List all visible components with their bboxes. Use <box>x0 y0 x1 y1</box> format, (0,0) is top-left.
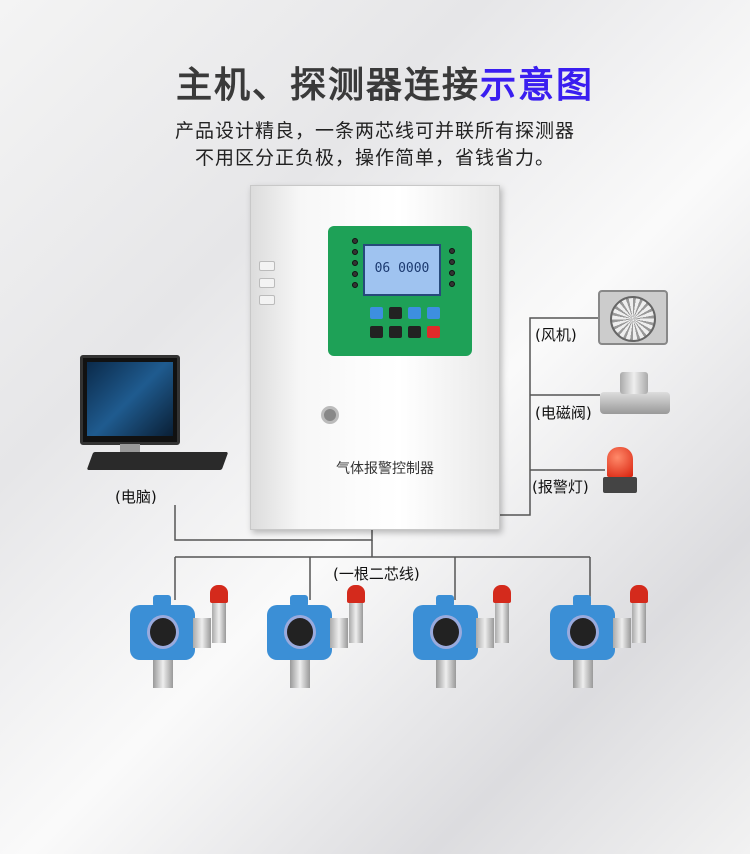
detector-fitting <box>436 660 456 688</box>
led-indicator <box>352 271 358 277</box>
detector-fitting <box>573 660 593 688</box>
valve-coil <box>620 372 648 394</box>
detector-display <box>147 615 179 649</box>
detector-cap <box>290 595 308 607</box>
mute-button[interactable] <box>427 326 440 338</box>
function-button[interactable] <box>408 307 421 319</box>
gas-alarm-controller: 06 0000 气体报警控制器 <box>250 185 500 530</box>
detector-lamp <box>493 585 513 645</box>
controller-name: 气体报警控制器 <box>336 461 434 477</box>
led-indicator <box>352 282 358 288</box>
detector-display <box>284 615 316 649</box>
detector-sensor <box>613 618 631 648</box>
detector-lamp <box>630 585 650 645</box>
led-indicator <box>352 260 358 266</box>
subtitle-line-2: 不用区分正负极，操作简单，省钱省力。 <box>194 147 555 169</box>
fan-device <box>598 290 668 345</box>
control-panel: 06 0000 <box>328 226 472 356</box>
fan-icon <box>610 296 656 342</box>
lamp-base <box>603 477 637 493</box>
detector-cap <box>573 595 591 607</box>
gas-detector <box>262 585 365 700</box>
keyboard <box>86 452 229 470</box>
down-button[interactable] <box>389 326 402 338</box>
led-indicator <box>449 281 455 287</box>
led-indicator <box>449 248 455 254</box>
lock-keyhole <box>321 406 339 424</box>
gas-detector <box>408 585 511 700</box>
detector-display <box>430 615 462 649</box>
alarm-lamp <box>607 447 633 477</box>
detector-lamp <box>347 585 367 645</box>
function-button[interactable] <box>427 307 440 319</box>
solenoid-valve <box>600 392 670 414</box>
left-button[interactable] <box>370 326 383 338</box>
computer-monitor <box>80 355 180 445</box>
detector-sensor <box>476 618 494 648</box>
title-main: 主机、探测器连接 <box>175 65 480 106</box>
detector-fitting <box>290 660 310 688</box>
up-button[interactable] <box>389 307 402 319</box>
led-indicator <box>352 249 358 255</box>
led-indicator <box>449 259 455 265</box>
vent <box>259 278 275 288</box>
vent <box>259 295 275 305</box>
label-cable: (一根二芯线) <box>333 565 420 583</box>
title-highlight: 示意图 <box>480 65 595 106</box>
right-button[interactable] <box>408 326 421 338</box>
monitor-stand <box>120 444 140 454</box>
detector-sensor <box>330 618 348 648</box>
monitor-screen <box>87 362 173 436</box>
detector-display <box>567 615 599 649</box>
label-valve: (电磁阀) <box>535 404 592 422</box>
vent <box>259 261 275 271</box>
function-button[interactable] <box>370 307 383 319</box>
page-title: 主机、探测器连接示意图 <box>0 56 750 108</box>
label-computer: (电脑) <box>115 488 157 506</box>
detector-cap <box>436 595 454 607</box>
subtitle-line-1: 产品设计精良，一条两芯线可并联所有探测器 <box>174 120 575 142</box>
lcd-display: 06 0000 <box>363 244 441 296</box>
detector-fitting <box>153 660 173 688</box>
detector-lamp <box>210 585 230 645</box>
detector-sensor <box>193 618 211 648</box>
detector-cap <box>153 595 171 607</box>
led-indicator <box>352 238 358 244</box>
led-indicator <box>449 270 455 276</box>
label-fan: (风机) <box>535 326 577 344</box>
gas-detector <box>125 585 228 700</box>
gas-detector <box>545 585 648 700</box>
label-lamp: (报警灯) <box>532 478 589 496</box>
